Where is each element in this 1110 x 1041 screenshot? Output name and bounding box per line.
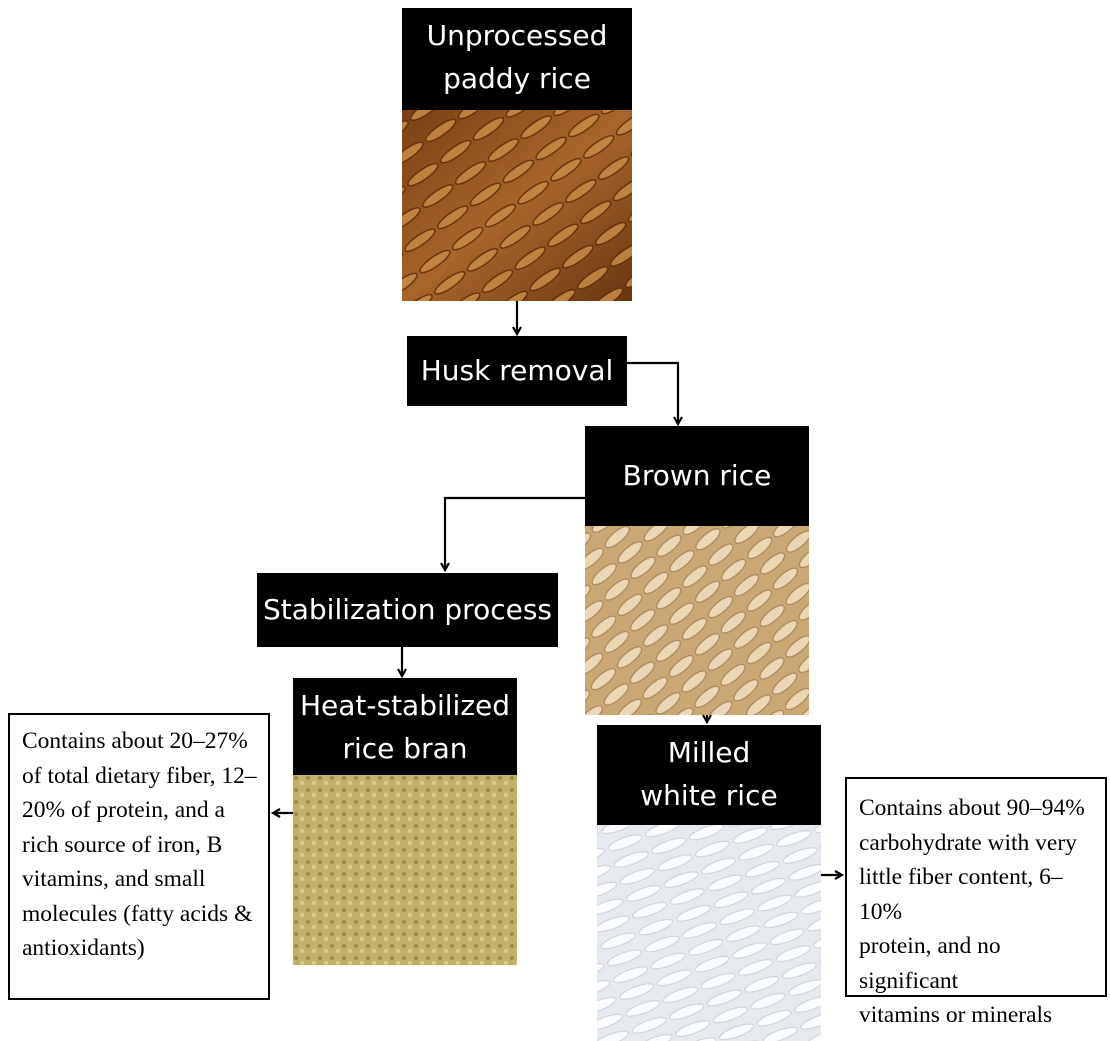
arrow-husk-to-brown <box>627 363 678 424</box>
arrow-brown-to-stabilization <box>445 498 585 570</box>
